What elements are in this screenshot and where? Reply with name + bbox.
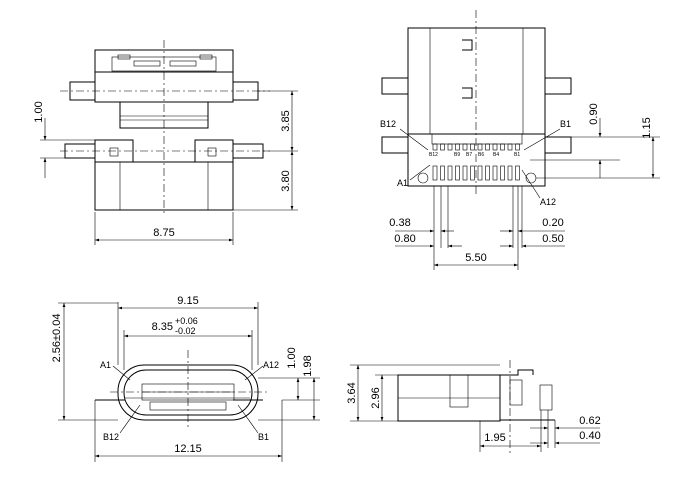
dim-256: 2.56±0.04 bbox=[51, 314, 63, 363]
pin-pad bbox=[507, 143, 513, 151]
dim-915: 9.15 bbox=[177, 295, 198, 307]
dim-040: 0.40 bbox=[579, 430, 600, 442]
dim-width-875: 8.75 bbox=[153, 227, 174, 239]
pin-pad bbox=[447, 143, 453, 151]
pin-pad bbox=[492, 165, 498, 181]
dim-038: 0.38 bbox=[389, 217, 410, 229]
dim-062: 0.62 bbox=[579, 415, 600, 427]
pin-a12-label: A12 bbox=[540, 197, 556, 207]
pad-label: B6 bbox=[478, 152, 484, 158]
pad-label: B1 bbox=[514, 152, 520, 158]
dim-100-front: 1.00 bbox=[286, 347, 298, 368]
dim-296: 2.96 bbox=[370, 387, 382, 408]
dim-vertical-100: 1.00 bbox=[33, 101, 45, 122]
pin-pad bbox=[455, 143, 460, 151]
pin-pad bbox=[500, 165, 505, 181]
pin-pad bbox=[507, 165, 513, 181]
pad-label: B9 bbox=[454, 152, 460, 158]
dim-195: 1.95 bbox=[484, 432, 505, 444]
pin-pad bbox=[440, 165, 445, 181]
pad-label: B7 bbox=[466, 152, 472, 158]
dim-080: 0.80 bbox=[394, 233, 415, 245]
pin-pad bbox=[440, 143, 445, 151]
pin-b1-label: B1 bbox=[560, 119, 571, 129]
side-view: 3.64 2.96 1.95 0.62 0.40 bbox=[346, 360, 601, 455]
front-pin-a12: A12 bbox=[263, 360, 279, 370]
top-right-view: B12 B9 B7 B6 B4 B1 B12 B1 A1 A12 0.38 0.… bbox=[380, 10, 660, 270]
dim-050: 0.50 bbox=[542, 233, 563, 245]
pin-pad bbox=[432, 143, 438, 151]
pin-pad bbox=[515, 165, 520, 181]
pin-a1-label: A1 bbox=[397, 178, 408, 188]
pin-pad bbox=[470, 165, 475, 181]
dim-380: 3.80 bbox=[280, 170, 292, 191]
front-pin-b12: B12 bbox=[103, 432, 119, 442]
pin-pad bbox=[432, 165, 438, 181]
pad-label: B12 bbox=[429, 152, 438, 158]
tol-plus: +0.06 bbox=[175, 316, 198, 326]
dim-198: 1.98 bbox=[302, 355, 314, 376]
dim-1215: 12.15 bbox=[174, 443, 202, 455]
pin-pad bbox=[492, 143, 498, 151]
front-view: 9.15 8.35 +0.06 -0.02 12.15 2.56±0.04 1.… bbox=[51, 295, 320, 462]
pin-pad bbox=[447, 165, 453, 181]
front-pin-b1: B1 bbox=[258, 432, 269, 442]
pin-pad bbox=[485, 143, 490, 151]
dim-020: 0.20 bbox=[542, 217, 563, 229]
pin-pad bbox=[500, 143, 505, 151]
pin-pad bbox=[470, 143, 475, 151]
dim-835: 8.35 bbox=[152, 321, 173, 333]
tol-minus: -0.02 bbox=[175, 326, 196, 336]
pin-pad bbox=[477, 165, 483, 181]
pin-pad bbox=[477, 143, 483, 151]
pin-pad bbox=[462, 165, 468, 181]
pin-pad bbox=[485, 165, 490, 181]
pin-pad bbox=[455, 165, 460, 181]
dim-115: 1.15 bbox=[641, 117, 653, 138]
pin-pad bbox=[462, 143, 468, 151]
pad-label: B4 bbox=[493, 152, 499, 158]
front-pin-a1: A1 bbox=[100, 360, 111, 370]
dim-385: 3.85 bbox=[280, 110, 292, 131]
pin-pad bbox=[515, 143, 520, 151]
dim-364: 3.64 bbox=[346, 382, 358, 403]
pin-b12-label: B12 bbox=[380, 119, 396, 129]
top-left-view: 8.75 1.00 3.85 3.80 bbox=[33, 40, 298, 245]
dim-090: 0.90 bbox=[588, 103, 600, 124]
dim-550: 5.50 bbox=[465, 252, 486, 264]
